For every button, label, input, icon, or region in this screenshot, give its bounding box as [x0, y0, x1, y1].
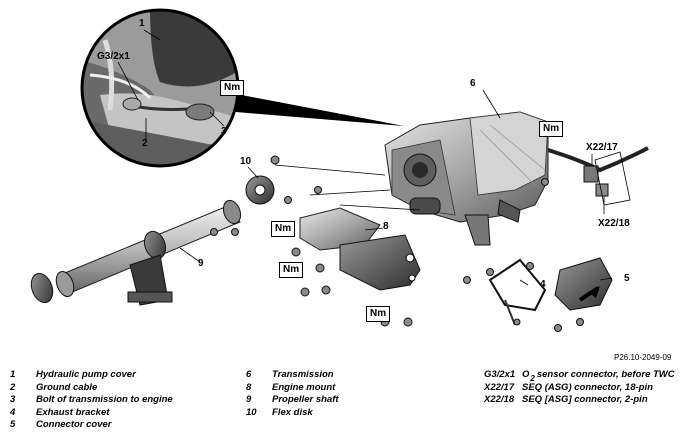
callout-x22-18: X22/18: [598, 218, 630, 229]
torque-box-mount-lower: Nm: [279, 262, 304, 278]
torque-box-bottom: Nm: [366, 306, 391, 322]
callout-10: 10: [240, 156, 252, 167]
bolts: [210, 155, 584, 332]
detail-inset: [80, 8, 240, 168]
zoom-wedge: [236, 94, 404, 126]
transmission: [384, 111, 549, 246]
callout-g3-2x1: G3/2x1: [97, 51, 130, 62]
torque-box-mount-upper: Nm: [271, 221, 296, 237]
wiring-harness: [547, 146, 649, 173]
callout-6: 6: [470, 78, 476, 89]
reference-code: P26.10-2049-09: [614, 353, 672, 362]
connector-x22-17: [583, 165, 599, 183]
callout-5: 5: [624, 273, 630, 284]
connector-cover: [554, 257, 613, 311]
torque-box-transmission: Nm: [539, 121, 564, 137]
callout-x22-17: X22/17: [586, 142, 618, 153]
engine-mount: [299, 207, 421, 291]
callout-9: 9: [198, 258, 204, 269]
exhaust-bracket: [488, 258, 547, 326]
propeller-shaft: [30, 199, 242, 306]
callout-1: 1: [139, 18, 145, 29]
callout-2: 2: [142, 138, 148, 149]
callout-8: 8: [383, 221, 389, 232]
leader-lines: [117, 29, 613, 286]
torque-box-inset: Nm: [220, 80, 245, 96]
callout-3: 3: [221, 126, 227, 137]
callout-4: 4: [540, 279, 546, 290]
flex-disk: [245, 175, 275, 205]
